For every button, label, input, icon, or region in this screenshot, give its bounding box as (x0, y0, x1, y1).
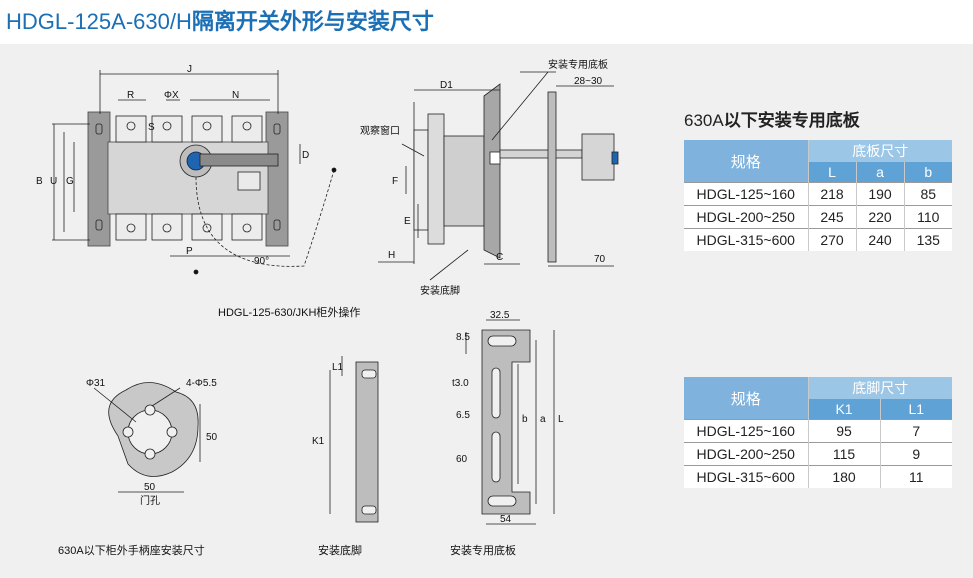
table2-cell: 180 (808, 465, 881, 488)
table1-spec-header: 规格 (684, 140, 809, 183)
table1-cell: 220 (856, 205, 905, 229)
table2-group-header: 底脚尺寸 (808, 377, 952, 399)
title-bold: 隔离开关外形与安装尺寸 (191, 9, 434, 34)
table2-cell: 7 (880, 419, 952, 443)
label-phi31: Φ31 (86, 378, 106, 389)
table1-cell: 218 (808, 182, 857, 206)
label-c: C (496, 252, 503, 263)
label-h: H (388, 250, 395, 261)
label-phix: ΦX (164, 90, 179, 101)
label-dim50v: 50 (206, 432, 218, 443)
table1-group-header: 底板尺寸 (808, 140, 952, 162)
foot-caption: 安装底脚 (318, 543, 362, 557)
label-holes: 4-Φ5.5 (186, 378, 217, 389)
table-row: HDGL-125~160 218 190 85 (684, 182, 952, 206)
table2-cell: HDGL-200~250 (684, 442, 809, 466)
table2-cell: 11 (880, 465, 952, 488)
table1-cell: 240 (856, 228, 905, 251)
front-caption: HDGL-125-630/JKH柜外操作 (218, 305, 360, 319)
label-dim50h: 50 (144, 482, 156, 493)
table-row: HDGL-315~600 270 240 135 (684, 228, 952, 251)
table1-col-b: b (904, 162, 952, 183)
table1-cell: 110 (904, 205, 952, 229)
table1-cell: 85 (904, 182, 952, 206)
label-foot: 安装底脚 (420, 284, 460, 297)
technical-drawing: J R ΦX N S B U G D P 90° HDGL-125-630/JK… (36, 58, 619, 557)
title-prefix: HDGL-125A-630/H (6, 9, 192, 34)
table2-cell: HDGL-315~600 (684, 465, 809, 488)
label-j: J (187, 64, 192, 75)
table1-cell: HDGL-125~160 (684, 182, 809, 206)
label-plate: 安装专用底板 (548, 58, 608, 71)
label-d: D (302, 150, 309, 161)
label-d85: 8.5 (456, 332, 470, 343)
label-seventy: 70 (594, 254, 606, 265)
label-n: N (232, 90, 239, 101)
table1-cell: 270 (808, 228, 857, 251)
label-w54: 54 (500, 514, 512, 525)
table-row: HDGL-200~250 245 220 110 (684, 205, 952, 229)
label-l1: L1 (332, 362, 344, 373)
label-b: B (36, 176, 43, 187)
table-row: HDGL-200~250 115 9 (684, 442, 952, 466)
table1-cell: 190 (856, 182, 905, 206)
label-w32: 32.5 (490, 310, 510, 321)
table2-cell: 95 (808, 419, 881, 443)
label-p: P (186, 246, 193, 257)
table2-cell: 115 (808, 442, 881, 466)
foot-table: 规格 底脚尺寸 K1 L1 HDGL-125~160 95 7 HDGL-200… (684, 377, 952, 488)
table1-heading: 630A以下安装专用底板 (684, 106, 860, 131)
foot-view (329, 356, 379, 523)
label-d1: D1 (440, 80, 453, 91)
label-a: a (540, 414, 546, 425)
label-r: R (127, 90, 134, 101)
label-f: F (392, 176, 398, 187)
plate-caption: 安装专用底板 (450, 543, 516, 557)
table2-col-l1: L1 (880, 399, 952, 420)
door-hole-view (93, 382, 201, 493)
label-d65: 6.5 (456, 410, 470, 421)
label-gap: 28~30 (574, 76, 603, 87)
table2-spec-header: 规格 (684, 377, 809, 420)
door-hole-caption: 630A以下柜外手柄座安装尺寸 (58, 543, 205, 557)
label-d60: 60 (456, 454, 468, 465)
table1-col-a: a (856, 162, 905, 183)
table1-cell: HDGL-200~250 (684, 205, 809, 229)
page-title: HDGL-125A-630/H隔离开关外形与安装尺寸 (6, 4, 434, 36)
label-window: 观察窗口 (360, 124, 400, 137)
table1-cell: HDGL-315~600 (684, 228, 809, 251)
table1-heading-prefix: 630A (684, 111, 724, 130)
table1-cell: 135 (904, 228, 952, 251)
label-e: E (404, 216, 411, 227)
label-door-hole: 门孔 (140, 494, 160, 507)
table-row: HDGL-125~160 95 7 (684, 419, 952, 443)
side-view (378, 71, 619, 281)
label-g: G (66, 176, 74, 187)
label-b: b (522, 414, 528, 425)
table-row: HDGL-315~600 180 11 (684, 465, 952, 488)
table1-heading-bold: 以下安装专用底板 (723, 111, 860, 130)
table1-cell: 245 (808, 205, 857, 229)
label-s: S (148, 122, 155, 133)
plate-view (465, 319, 555, 525)
table2-cell: HDGL-125~160 (684, 419, 809, 443)
table1-col-l: L (808, 162, 857, 183)
table2-cell: 9 (880, 442, 952, 466)
label-t3: t3.0 (452, 378, 469, 389)
label-k1: K1 (312, 436, 325, 447)
label-angle: 90° (254, 256, 269, 267)
baseplate-table: 规格 底板尺寸 L a b HDGL-125~160 218 190 85 HD… (684, 140, 952, 251)
table2-col-k1: K1 (808, 399, 881, 420)
front-view (52, 70, 337, 275)
label-u: U (50, 176, 57, 187)
label-l: L (558, 414, 564, 425)
